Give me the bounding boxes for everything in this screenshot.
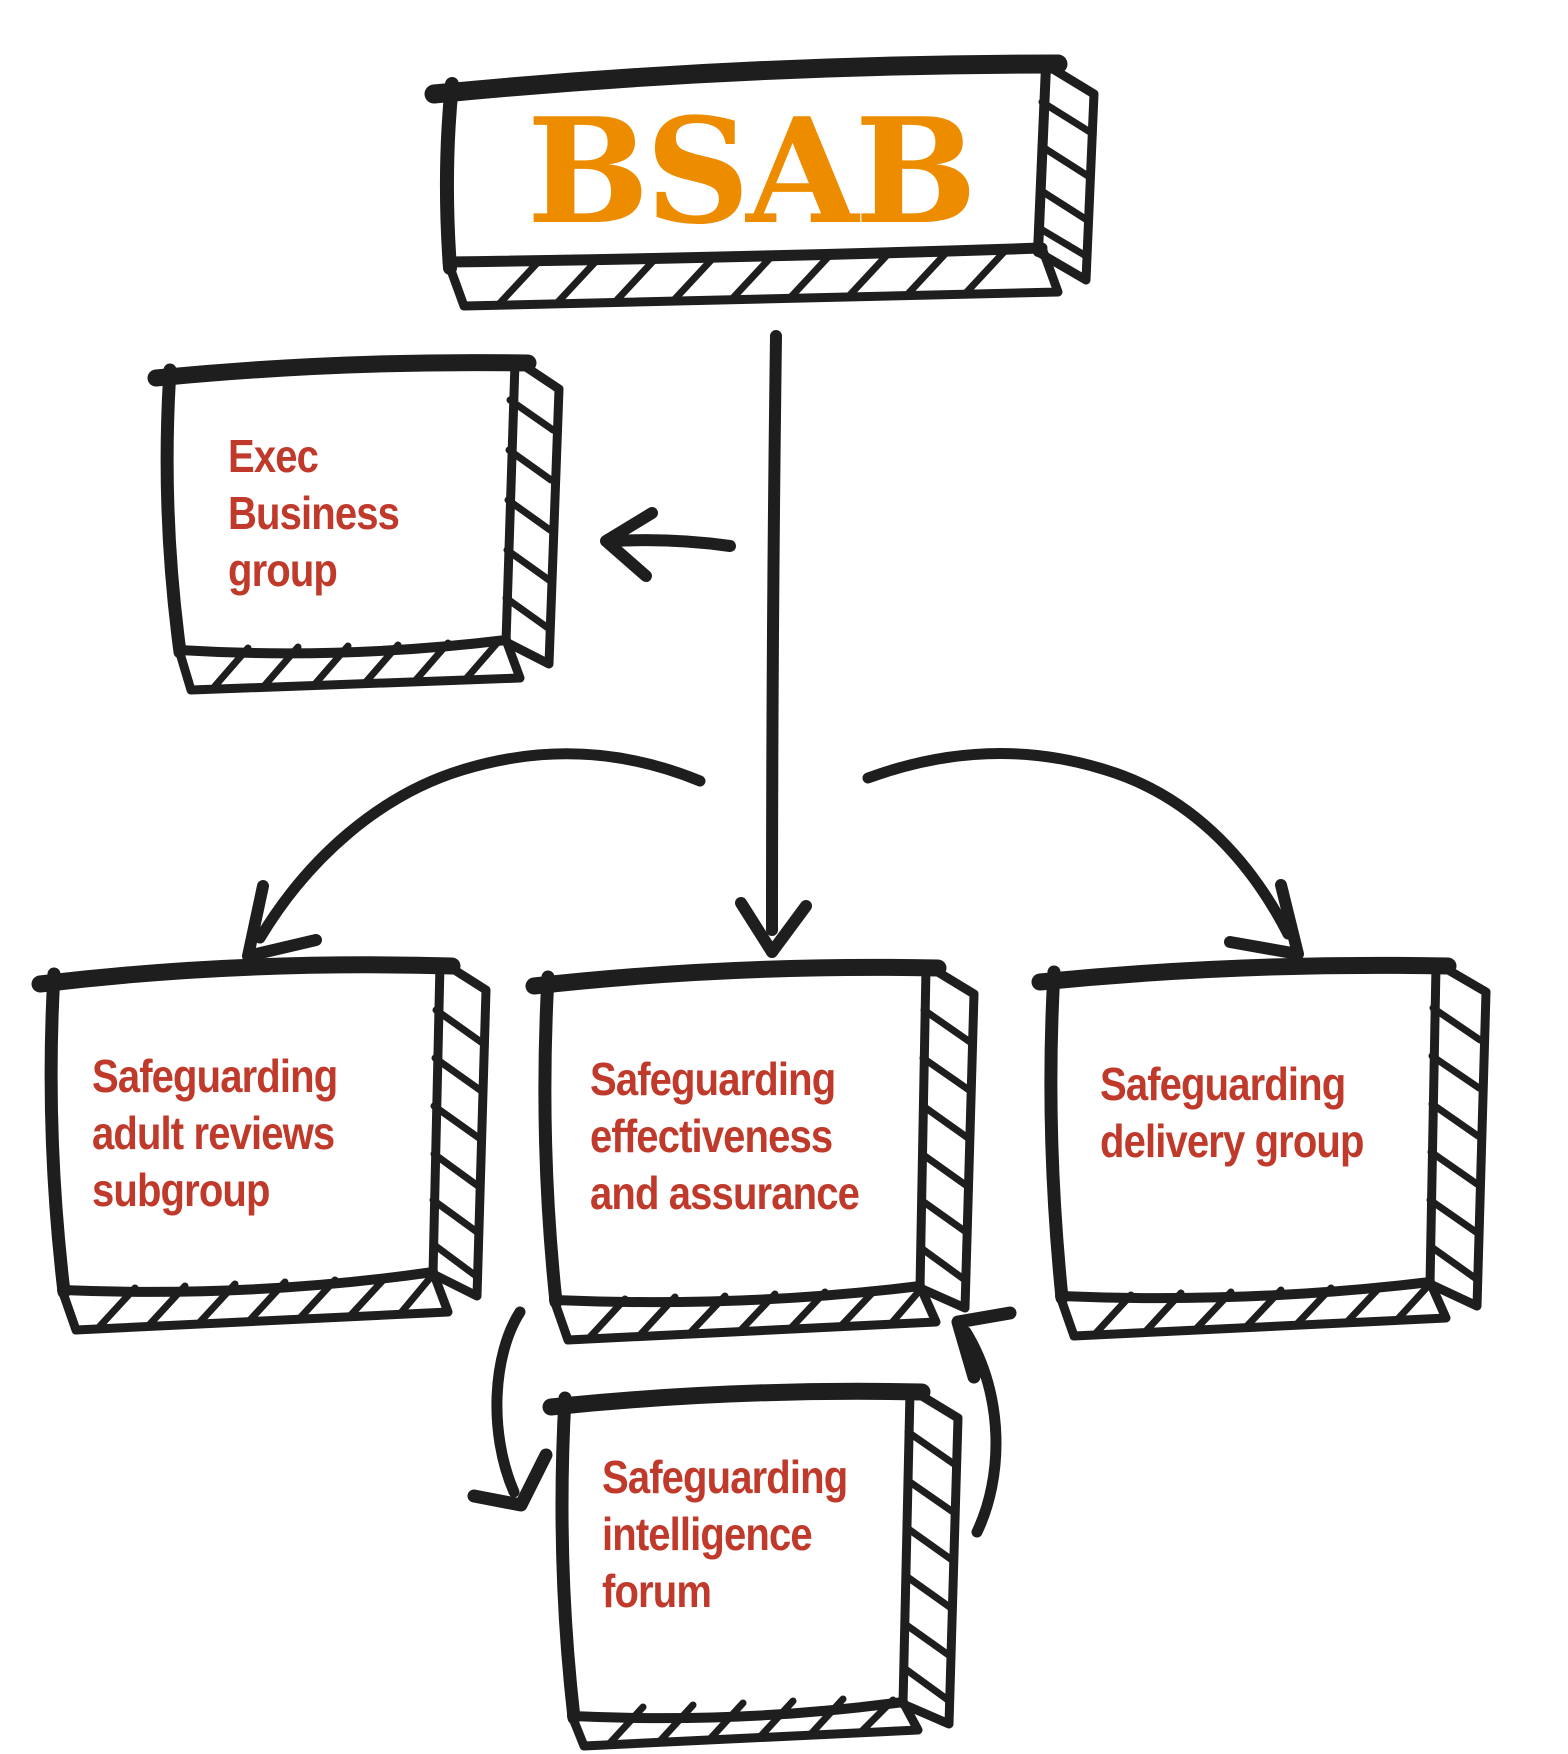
label-line: Safeguarding bbox=[590, 1053, 836, 1105]
arrow-bsab-to-effectiveness bbox=[735, 330, 812, 958]
node-safeguarding-delivery-group-label: Safeguarding delivery group bbox=[1100, 1056, 1364, 1170]
node-safeguarding-intelligence-forum-label: Safeguarding intelligence forum bbox=[602, 1449, 848, 1620]
label-line: Safeguarding bbox=[602, 1451, 848, 1503]
label-line: Exec bbox=[228, 430, 319, 482]
label-line: Business bbox=[228, 487, 400, 539]
label-line: group bbox=[228, 544, 338, 596]
node-safeguarding-delivery-group-box bbox=[1031, 956, 1491, 1341]
node-safeguarding-effectiveness-and-assurance-box bbox=[525, 958, 979, 1345]
arrow-intelligence-forum-to-effectiveness bbox=[951, 1306, 1017, 1538]
node-bsab-label: BSAB bbox=[526, 87, 977, 257]
label-line: forum bbox=[602, 1565, 712, 1617]
node-safeguarding-adult-reviews-subgroup-label: Safeguarding adult reviews subgroup bbox=[92, 1048, 338, 1219]
label-line: effectiveness bbox=[590, 1110, 833, 1162]
label-line: and assurance bbox=[590, 1167, 860, 1219]
node-safeguarding-adult-reviews-subgroup-box bbox=[31, 956, 491, 1335]
arrow-bsab-to-delivery-group bbox=[862, 748, 1304, 960]
label-line: intelligence bbox=[602, 1508, 813, 1560]
label-line: delivery group bbox=[1100, 1115, 1364, 1167]
label-line: Safeguarding bbox=[1100, 1058, 1346, 1110]
node-bsab-box bbox=[424, 54, 1099, 311]
arrow-effectiveness-to-intelligence-forum bbox=[467, 1306, 553, 1512]
node-safeguarding-effectiveness-and-assurance-label: Safeguarding effectiveness and assurance bbox=[590, 1051, 860, 1222]
arrow-bsab-to-exec-business-group bbox=[600, 507, 736, 582]
node-safeguarding-intelligence-forum-box bbox=[542, 1382, 963, 1751]
label-line: subgroup bbox=[92, 1164, 270, 1216]
arrow-bsab-to-adult-reviews bbox=[242, 748, 706, 962]
label-line: adult reviews bbox=[92, 1107, 335, 1159]
node-exec-business-group-box bbox=[147, 354, 564, 695]
label-line: Safeguarding bbox=[92, 1050, 338, 1102]
node-exec-business-group-label: Exec Business group bbox=[228, 428, 400, 599]
